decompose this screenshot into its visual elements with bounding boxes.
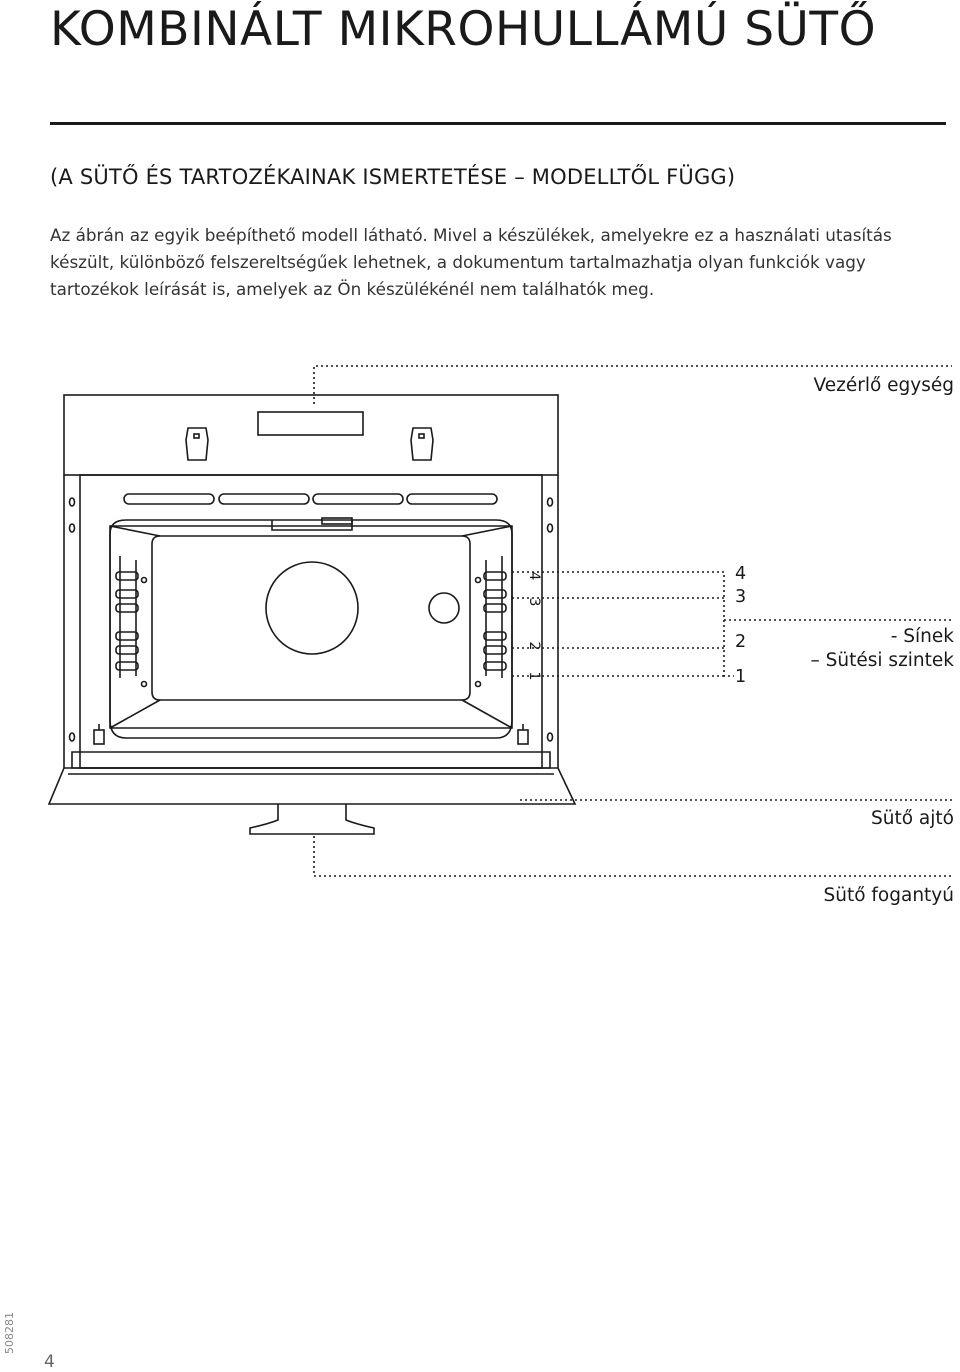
level-label-4: 4 xyxy=(735,564,746,584)
level-label-2: 2 xyxy=(735,632,746,652)
oven-door xyxy=(47,751,577,805)
wall-level-4: 4 xyxy=(526,572,542,581)
document-code: 508281 xyxy=(3,1312,16,1354)
hinge-right-icon xyxy=(517,724,529,745)
left-rail xyxy=(115,556,139,678)
door-handle xyxy=(249,804,375,835)
page-title: KOMBINÁLT MIKROHULLÁMÚ SÜTŐ xyxy=(50,2,877,57)
fan-cover-icon xyxy=(265,561,359,655)
door-label: Sütő ajtó xyxy=(871,808,954,829)
hinge-left-icon xyxy=(93,724,105,745)
rails-label: - Sínek xyxy=(891,626,955,647)
control-unit-label: Vezérlő egység xyxy=(814,375,954,396)
levels-label: – Sütési szintek xyxy=(811,650,955,671)
oven-body xyxy=(63,474,559,769)
handle-label: Sütő fogantyú xyxy=(824,885,955,906)
level-label-3: 3 xyxy=(735,587,746,607)
intro-paragraph: Az ábrán az egyik beépíthető modell láth… xyxy=(50,225,892,299)
wall-level-3: 3 xyxy=(526,598,542,607)
left-knob-icon xyxy=(185,427,209,461)
page-subtitle: (A SÜTŐ ÉS TARTOZÉKAINAK ISMERTETÉSE – M… xyxy=(50,165,736,189)
control-panel xyxy=(63,394,559,476)
title-rule xyxy=(50,122,946,125)
level-label-1: 1 xyxy=(735,667,746,687)
oven-lamp-icon xyxy=(428,592,460,624)
page-number: 4 xyxy=(44,1352,55,1372)
wall-level-2: 2 xyxy=(526,642,542,651)
right-rail xyxy=(483,556,507,678)
right-knob-icon xyxy=(410,427,434,461)
oven-diagram: 4 3 2 1 Vezérlő egység 4 3 2 1 xyxy=(47,365,955,906)
